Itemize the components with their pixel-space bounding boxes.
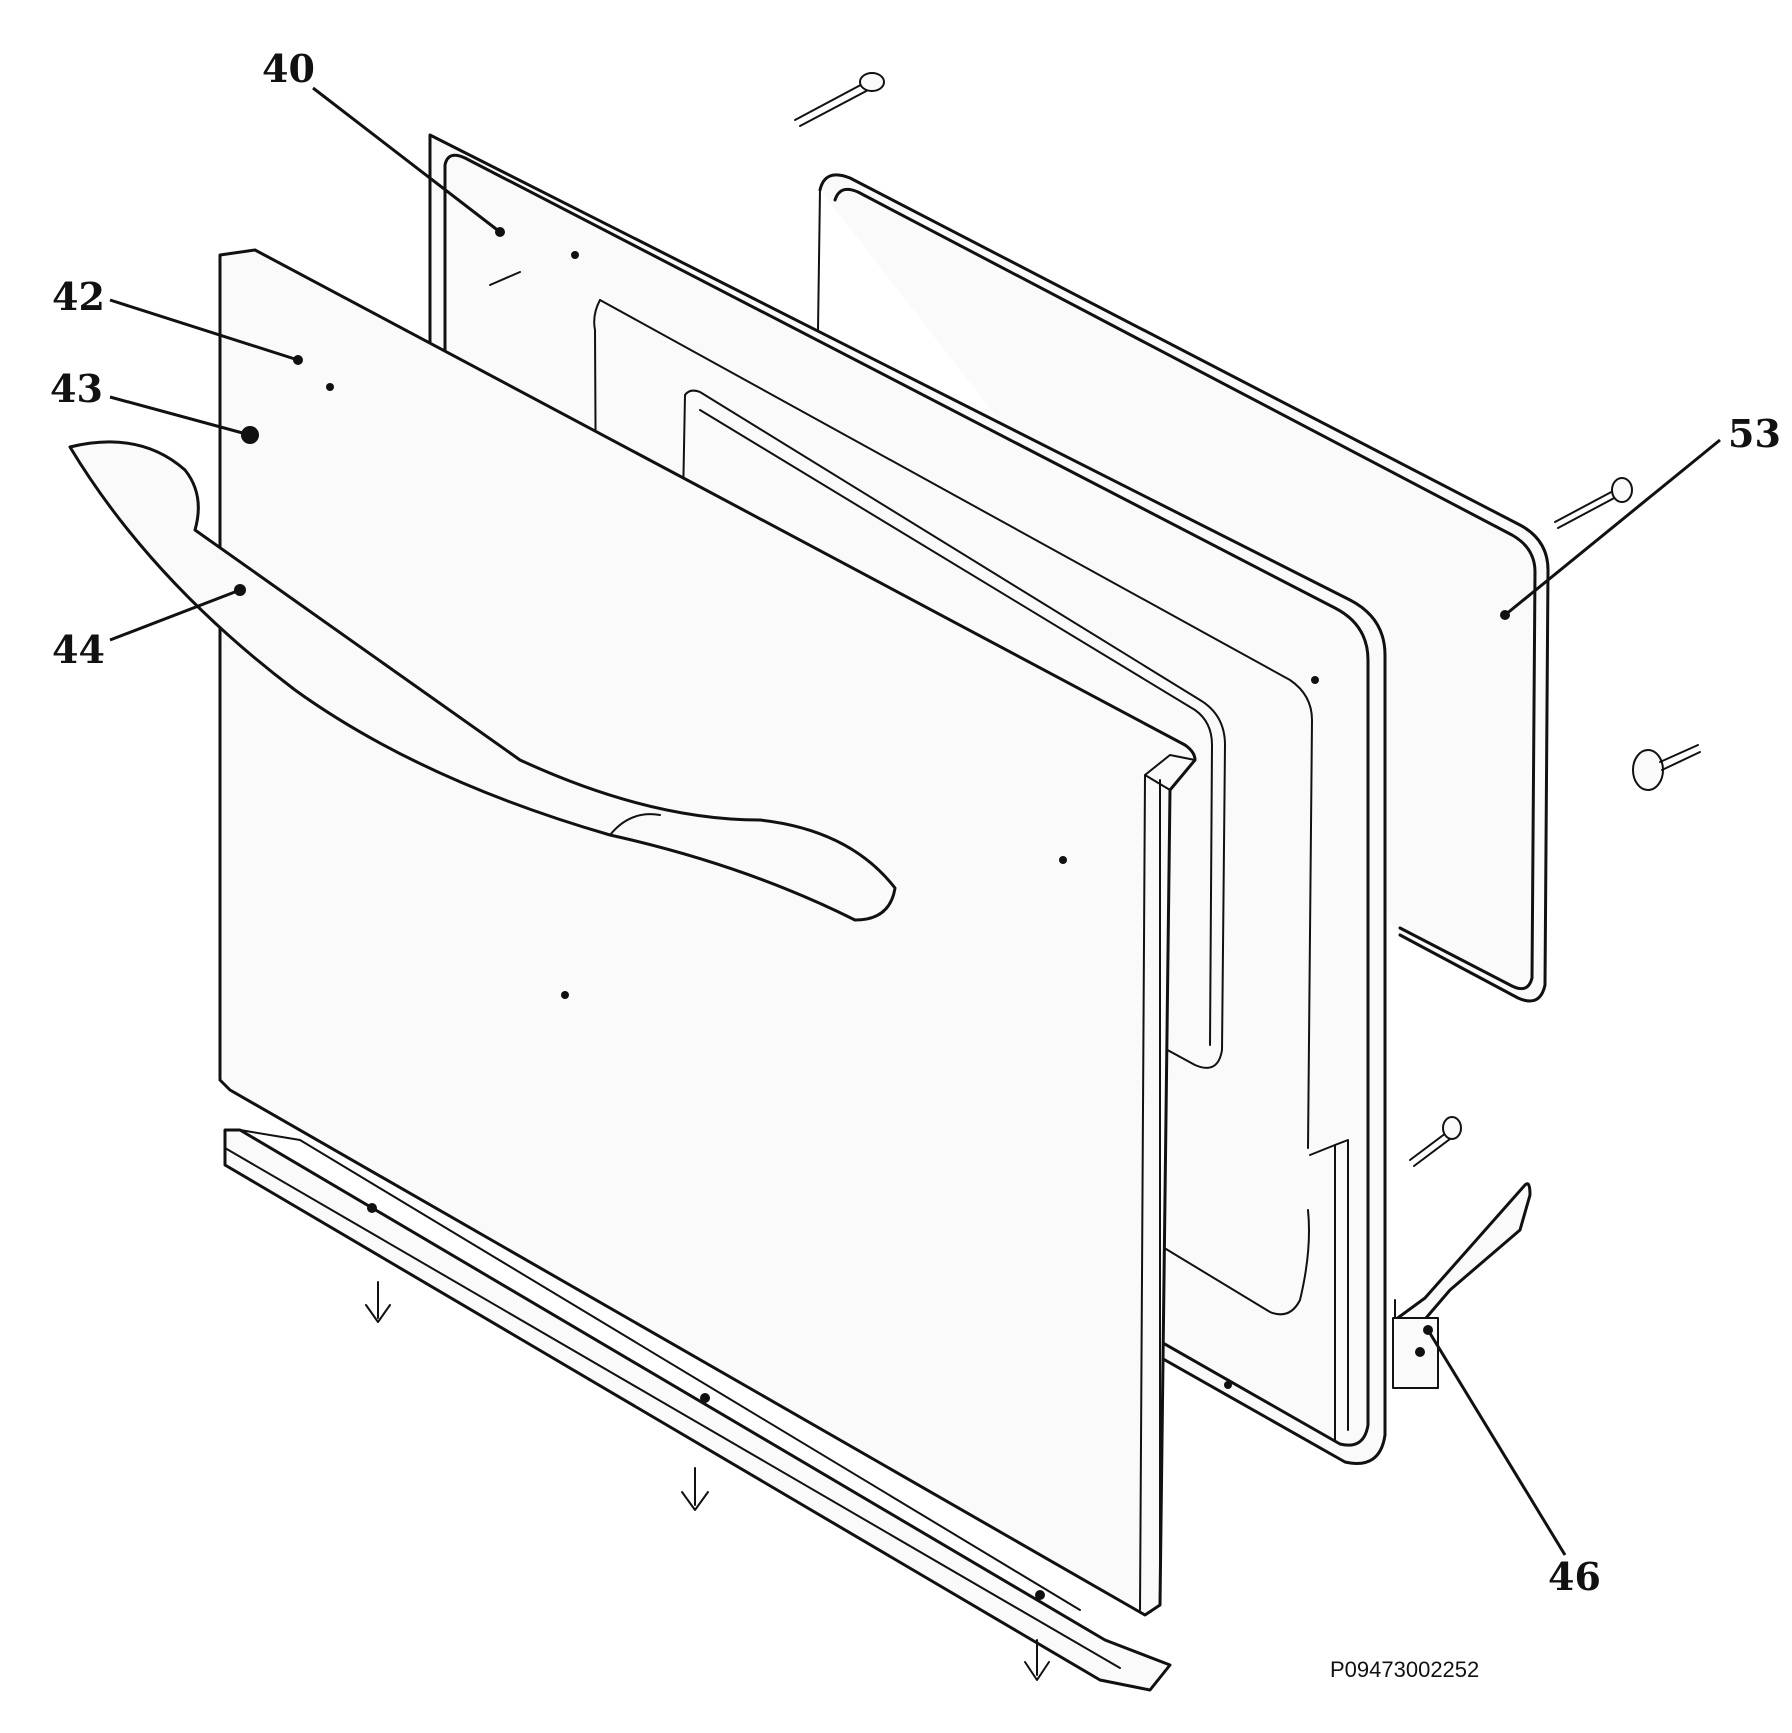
- screw-bottom-left: [365, 1281, 391, 1323]
- callout-42: 42: [52, 274, 105, 319]
- washer-screw-right: [1632, 744, 1701, 791]
- door-handle: [68, 440, 897, 922]
- callout-46: 46: [1548, 1554, 1601, 1599]
- callout-44: 44: [52, 627, 105, 672]
- screw-bottom-right: [1024, 1639, 1050, 1681]
- callout-43: 43: [50, 366, 103, 411]
- drawing-code: P09473002252: [1330, 1657, 1479, 1682]
- bottom-trim-strip: [223, 1128, 1172, 1692]
- callout-40: 40: [262, 46, 315, 91]
- screw-bottom-center: [681, 1467, 709, 1511]
- leader-lines: [109, 86, 1721, 1556]
- screw-right-lower: [1409, 1116, 1462, 1167]
- outer-glass-panel: [218, 248, 1197, 1617]
- callout-53: 53: [1728, 411, 1781, 456]
- screw-right-upper: [1554, 477, 1633, 529]
- screw-top-right: [794, 72, 885, 127]
- leader-dots: [234, 227, 1510, 1600]
